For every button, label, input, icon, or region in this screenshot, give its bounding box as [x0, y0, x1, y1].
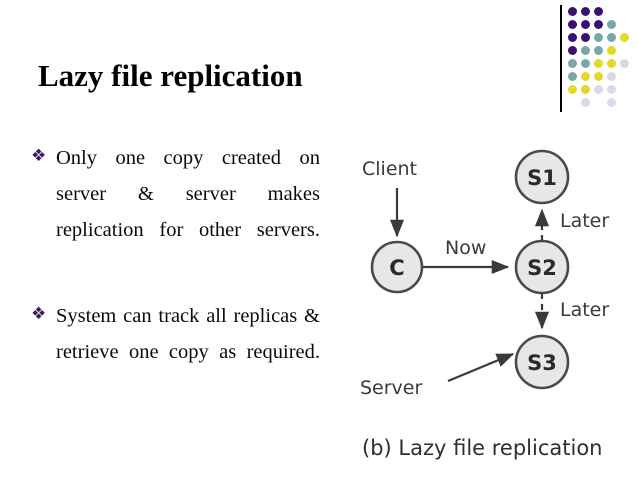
edge-server-to-s3 — [447, 352, 515, 383]
diamond-bullet-icon: ❖ — [31, 146, 47, 166]
logo-dot-teal — [568, 72, 577, 81]
logo-dot-teal — [607, 20, 616, 29]
logo-dot-yellow — [607, 59, 616, 68]
label-server: Server — [360, 377, 422, 399]
logo-dot-lavender — [607, 98, 616, 107]
replication-diagram-svg: C S1 S2 S3 Client Now Later Later Server… — [360, 149, 609, 460]
logo-dot-purple — [568, 33, 577, 42]
logo-dot-purple — [568, 20, 577, 29]
list-item-text: System can track all replicas & retrieve… — [56, 305, 320, 363]
logo-dot-purple — [568, 46, 577, 55]
logo-dot-yellow — [581, 85, 590, 94]
logo-dot-teal — [581, 59, 590, 68]
list-item-text: Only one copy created on server & server… — [56, 147, 320, 241]
page-title: Lazy file replication — [38, 58, 303, 93]
logo-dot-yellow — [594, 59, 603, 68]
label-now: Now — [445, 237, 486, 259]
brand-logo — [556, 0, 638, 120]
node-s1 — [514, 149, 570, 205]
diamond-bullet-icon: ❖ — [31, 304, 47, 324]
logo-dot-lavender — [620, 59, 629, 68]
logo-dot-yellow — [568, 85, 577, 94]
logo-dot-purple — [568, 7, 577, 16]
label-client: Client — [362, 158, 417, 180]
logo-dot-lavender — [607, 72, 616, 81]
logo-dot-teal — [568, 59, 577, 68]
logo-dot-purple — [594, 7, 603, 16]
logo-dot-teal — [581, 46, 590, 55]
logo-dot-yellow — [607, 46, 616, 55]
node-c — [370, 240, 424, 294]
node-s2 — [514, 239, 570, 295]
logo-dot-purple — [594, 20, 603, 29]
node-s2-label: S2 — [527, 256, 557, 280]
label-later-lower: Later — [560, 299, 609, 321]
logo-dot-teal — [607, 33, 616, 42]
logo-dot-grid — [568, 7, 636, 112]
bullet-list: ❖ Only one copy created on server & serv… — [30, 140, 320, 420]
logo-dot-purple — [581, 7, 590, 16]
node-s3 — [514, 334, 570, 390]
logo-dot-lavender — [581, 98, 590, 107]
label-later-upper: Later — [560, 210, 609, 232]
logo-dot-yellow — [594, 72, 603, 81]
logo-dot-lavender — [607, 85, 616, 94]
logo-dot-purple — [581, 20, 590, 29]
logo-dot-yellow — [620, 33, 629, 42]
logo-dot-teal — [594, 33, 603, 42]
list-item: ❖ Only one copy created on server & serv… — [30, 140, 320, 284]
node-c-label: C — [389, 256, 404, 280]
diagram-caption: (b) Lazy file replication — [362, 436, 602, 460]
logo-dot-purple — [581, 33, 590, 42]
logo-dot-yellow — [581, 72, 590, 81]
node-s1-label: S1 — [527, 166, 557, 190]
logo-divider-rule — [560, 5, 562, 112]
node-s3-label: S3 — [527, 351, 557, 375]
logo-dot-teal — [594, 46, 603, 55]
replication-diagram: C S1 S2 S3 Client Now Later Later Server… — [352, 140, 638, 470]
list-item: ❖ System can track all replicas & retrie… — [30, 298, 320, 406]
logo-dot-lavender — [594, 85, 603, 94]
